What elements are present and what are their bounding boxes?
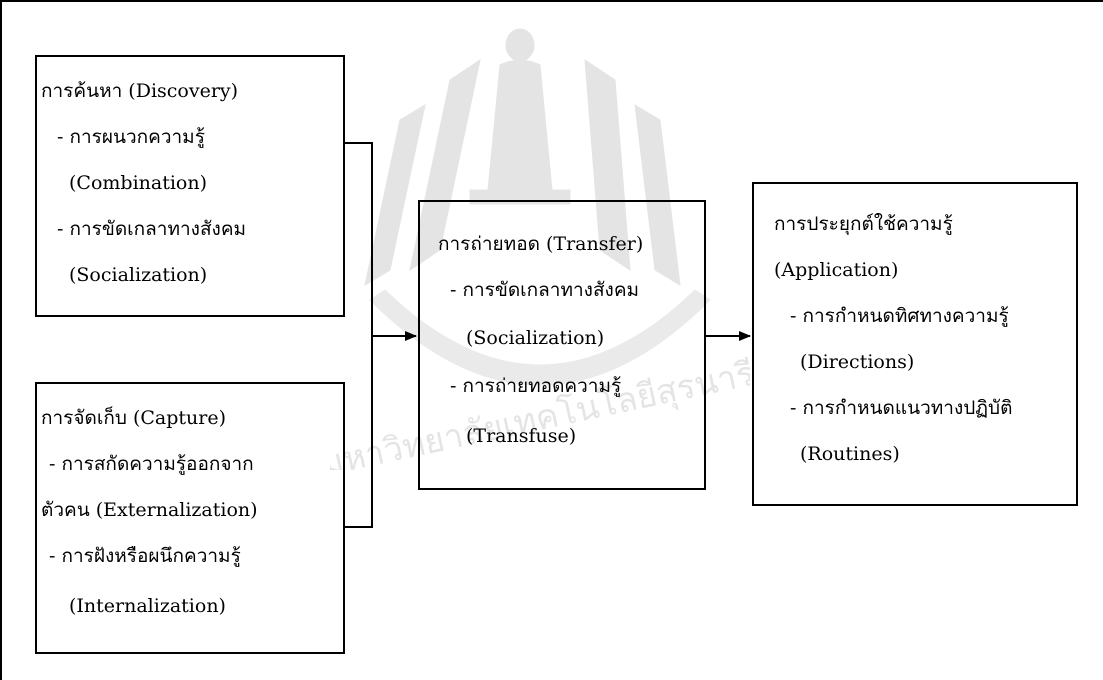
discovery-title: การค้นหา (Discovery) (41, 80, 239, 102)
capture-title: การจัดเก็บ (Capture) (41, 407, 226, 429)
transfer-title: การถ่ายทอด (Transfer) (438, 233, 644, 255)
discovery-item: - การขัดเกลาทางสังคม (57, 218, 247, 240)
capture-item: - การสกัดความรู้ออกจาก (49, 453, 254, 475)
application-item: - การกำหนดทิศทางความรู้ (790, 305, 1009, 327)
capture-item: (Internalization) (69, 595, 226, 617)
transfer-box: การถ่ายทอด (Transfer) - การขัดเกลาทางสัง… (418, 200, 706, 490)
application-item: - การกำหนดแนวทางปฏิบัติ (790, 397, 1013, 419)
application-title: การประยุกต์ใช้ความรู้ (774, 213, 953, 235)
transfer-item: (Transfuse) (466, 425, 577, 447)
discovery-item: (Combination) (69, 172, 208, 194)
application-item: (Application) (774, 259, 899, 281)
discovery-box: การค้นหา (Discovery) - การผนวกความรู้ (C… (35, 55, 345, 317)
application-item: (Routines) (800, 443, 900, 465)
application-item: (Directions) (800, 351, 915, 373)
university-seal-watermark: มหาวิทยาลัยเทคโนโลยีสุรนารี (330, 28, 750, 470)
application-box: การประยุกต์ใช้ความรู้ (Application) - กา… (752, 182, 1078, 506)
transfer-item: - การถ่ายทอดความรู้ (450, 375, 622, 397)
transfer-item: - การขัดเกลาทางสังคม (450, 279, 640, 301)
bracket-line (345, 142, 373, 528)
discovery-item: - การผนวกความรู้ (57, 126, 205, 148)
capture-item: ตัวคน (Externalization) (41, 499, 258, 521)
discovery-item: (Socialization) (69, 264, 208, 286)
capture-box: การจัดเก็บ (Capture) - การสกัดความรู้ออก… (35, 382, 345, 654)
capture-item: - การฝังหรือผนึกความรู้ (49, 545, 241, 567)
transfer-item: (Socialization) (466, 327, 605, 349)
